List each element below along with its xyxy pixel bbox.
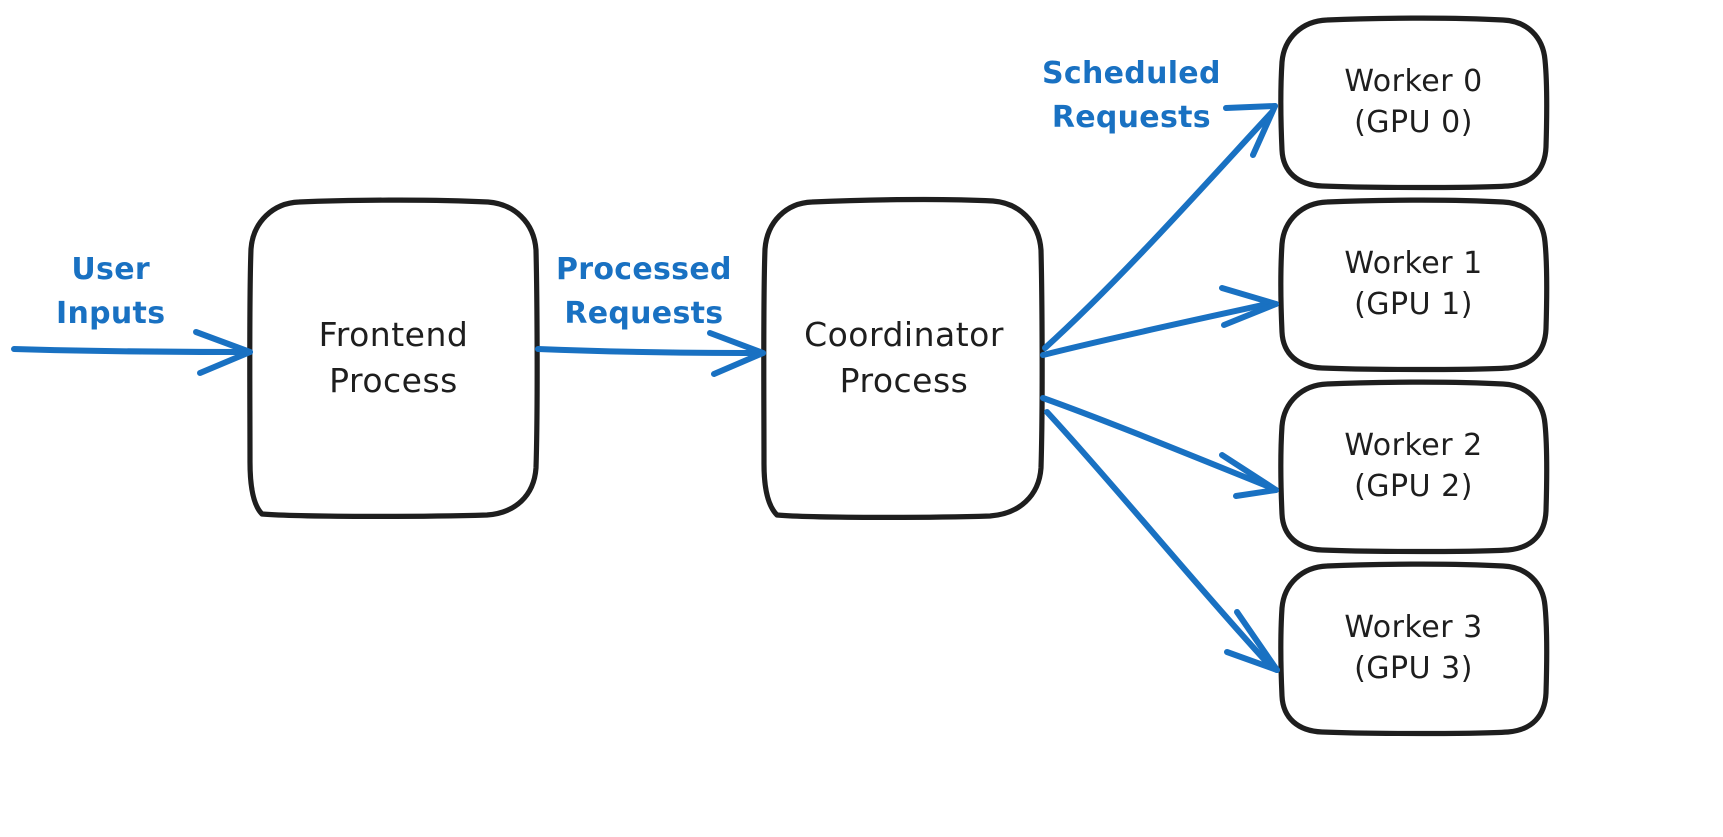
processed-requests-label-line-1: Processed xyxy=(556,252,732,287)
worker-2-node[interactable] xyxy=(1281,382,1546,550)
scheduled-requests-label: Scheduled Requests xyxy=(1042,52,1221,139)
worker-3-outline xyxy=(1278,561,1550,737)
arrow-coordinator-to-worker-3 xyxy=(1044,409,1280,673)
user-inputs-label-line-1: User xyxy=(71,252,150,287)
processed-requests-label-line-2: Requests xyxy=(564,295,724,331)
coordinator-process-node[interactable] xyxy=(764,200,1044,516)
arrow-coordinator-to-worker-1 xyxy=(1040,285,1279,358)
worker-1-outline xyxy=(1278,197,1550,373)
arrow-frontend-to-coordinator xyxy=(535,330,766,377)
processed-requests-label: Processed Requests xyxy=(556,248,732,335)
scheduled-requests-label-line-2: Requests xyxy=(1051,99,1211,135)
user-inputs-label-line-2: Inputs xyxy=(56,295,166,331)
scheduled-requests-label-line-1: Scheduled xyxy=(1042,56,1221,91)
arrow-coordinator-to-worker-2 xyxy=(1040,395,1279,499)
arrow-user-inputs-to-frontend xyxy=(11,329,253,376)
worker-0-node[interactable] xyxy=(1281,18,1546,186)
frontend-process-outline xyxy=(247,197,540,519)
user-inputs-label: User Inputs xyxy=(56,248,165,335)
frontend-process-node[interactable] xyxy=(250,200,537,516)
worker-0-outline xyxy=(1278,15,1550,191)
worker-1-node[interactable] xyxy=(1281,200,1546,368)
coordinator-process-outline xyxy=(761,196,1045,520)
worker-2-outline xyxy=(1278,379,1550,555)
worker-3-node[interactable] xyxy=(1281,564,1546,732)
arrow-coordinator-to-worker-0 xyxy=(1042,103,1278,351)
